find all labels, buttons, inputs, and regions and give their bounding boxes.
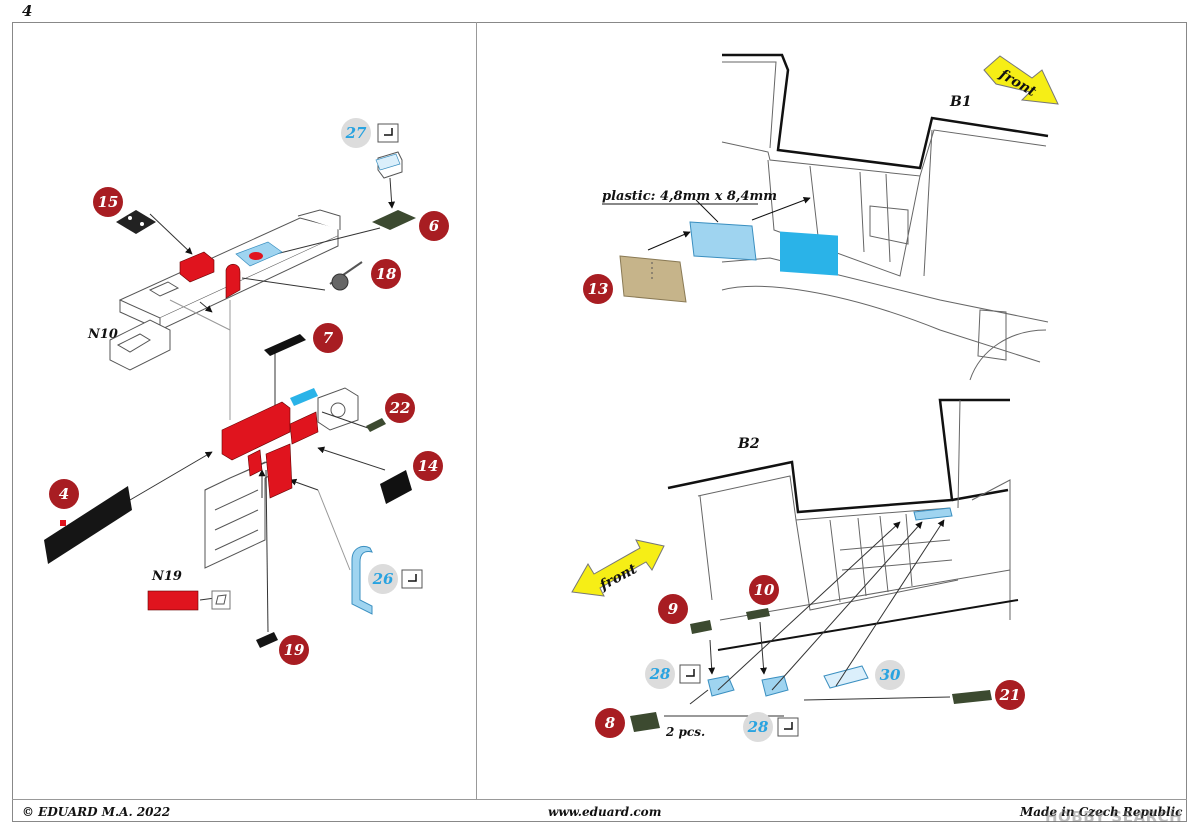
right-red-callout-number-21: 21 [999,686,1021,704]
right-blue-callout-number-28: 28 [649,665,671,683]
light-blue-parts [235,153,401,406]
right-red-callout-circle-10 [749,575,779,605]
fold-icon-27 [377,123,399,143]
page-number: 4 [22,2,33,20]
left-red-callout-number-6: 6 [429,217,440,235]
b2-blue-locations [913,507,953,521]
right-blue-callouts: 28 30 28 [645,659,905,742]
left-red-callouts: 15 6 18 7 22 14 4 19 [49,187,449,665]
photo-etch-panels [44,210,416,648]
left-red-callout-circle-19 [279,635,309,665]
right-blue-callout-circle-28 [743,712,773,742]
label-b2: B2 [737,436,760,452]
front-arrow-bottom: front [571,539,665,597]
watermark: HOBBY SEARCH [1045,808,1183,826]
right-red-callout-number-13: 13 [588,280,609,298]
left-red-callout-number-4: 4 [59,485,69,503]
left-red-callout-number-22: 22 [389,399,411,417]
right-red-callout-circle-13 [583,274,613,304]
instruction-sheet-frame [12,22,1187,822]
footer-website: www.eduard.com [548,805,662,819]
left-blue-callout-circle-27 [341,118,371,148]
right-red-callout-circle-8 [595,708,625,738]
front-arrow-top: front [983,55,1059,105]
left-red-callout-number-15: 15 [98,193,119,211]
left-red-callout-circle-22 [385,393,415,423]
label-n19: N19 [151,569,182,584]
footer-copyright: © EDUARD M.A. 2022 [22,805,171,819]
left-red-callout-circle-6 [419,211,449,241]
left-red-callout-circle-7 [313,323,343,353]
n19-red-panel [147,590,199,611]
fold-icon-26 [401,569,423,589]
two-pcs-label: 2 pcs. [665,725,705,739]
left-red-callout-circle-18 [371,259,401,289]
red-etched-parts [179,251,319,499]
left-red-callout-number-19: 19 [284,641,305,659]
footer-made-in: Made in Czech Republic [1020,805,1183,819]
right-red-callout-circle-21 [995,680,1025,710]
b1-blue-location [780,231,838,276]
footer-divider [12,799,1187,800]
label-b1: B1 [949,94,972,110]
fold-icon-28-a [679,664,701,684]
b2-fuselage-drawing [667,398,1019,651]
left-red-callout-circle-14 [413,451,443,481]
b1-fuselage-drawing [721,53,1049,381]
right-red-callouts: 13 10 9 8 21 [583,274,1025,738]
left-red-callout-number-7: 7 [323,329,334,347]
left-blue-callouts: 27 26 [341,118,398,594]
left-red-callout-circle-15 [93,187,123,217]
left-blue-callout-number-26: 26 [372,570,394,588]
right-red-callout-number-9: 9 [668,600,679,618]
panel-divider [476,22,477,800]
right-blue-callout-number-30: 30 [880,666,901,684]
left-blue-callout-circle-26 [368,564,398,594]
right-red-callout-circle-9 [658,594,688,624]
n19-fold-icon [211,590,231,610]
left-blue-callout-number-27: 27 [345,124,367,142]
right-blue-callout-number-28: 28 [747,718,769,736]
left-red-callout-circle-4 [49,479,79,509]
left-red-callout-number-18: 18 [376,265,397,283]
part-13-plastic-tan [619,255,687,303]
plastic-card [689,221,757,261]
right-red-callout-number-10: 10 [754,581,775,599]
right-blue-callout-circle-28 [645,659,675,689]
plastic-dimension-label: plastic: 4,8mm x 8,4mm [602,189,777,204]
label-n10: N10 [87,327,118,342]
left-red-callout-number-14: 14 [418,457,439,475]
fold-icon-28-b [777,717,799,737]
right-red-callout-number-8: 8 [605,714,616,732]
right-blue-callout-circle-30 [875,660,905,690]
left-assembly-drawing [109,151,403,633]
